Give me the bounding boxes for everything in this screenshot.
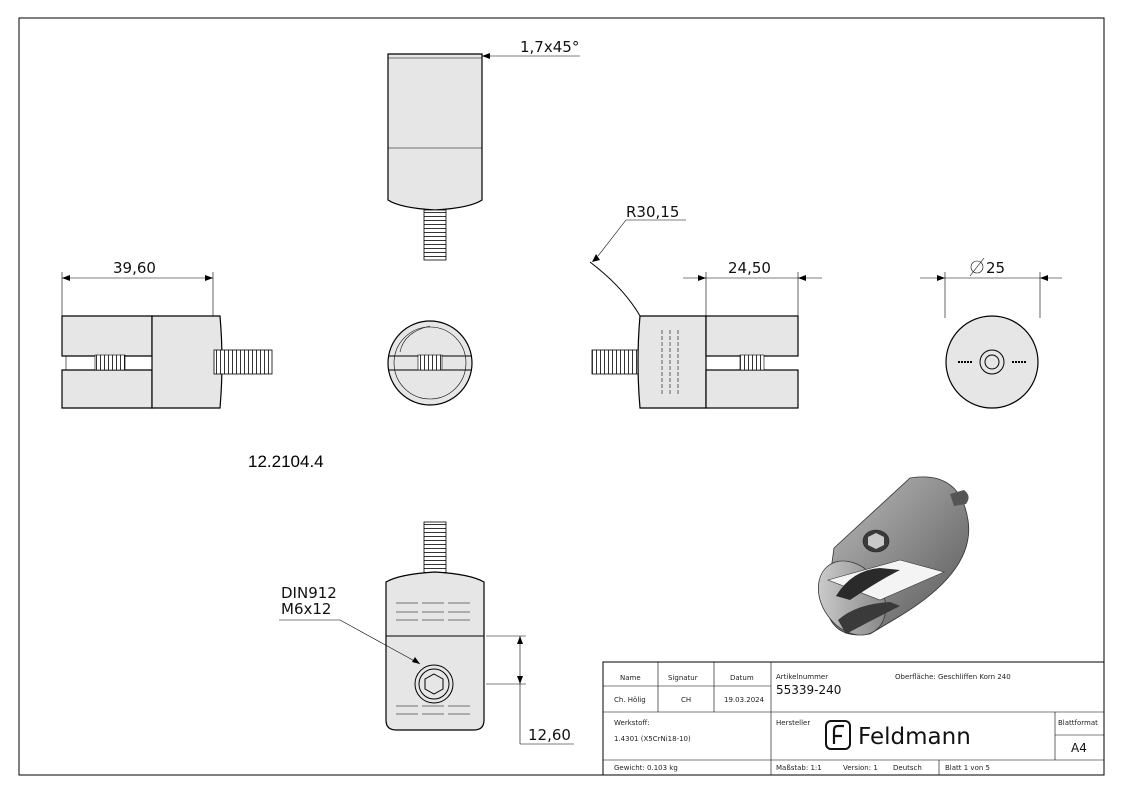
tb-material: 1.4301 (X5CrNi18-10) xyxy=(614,735,691,743)
drawing-border xyxy=(18,17,1105,776)
tb-sheet: Blatt 1 von 5 xyxy=(945,764,990,772)
tb-article-label: Artikelnummer xyxy=(776,673,828,681)
tb-language: Deutsch xyxy=(893,764,922,772)
length-dimension: 39,60 xyxy=(113,259,156,277)
tb-name: Ch. Hölig xyxy=(614,696,646,704)
tb-surface: Oberfläche: Geschliffen Korn 240 xyxy=(895,673,1011,681)
bottom-view xyxy=(279,521,574,745)
tb-signature-header: Signatur xyxy=(668,674,698,682)
diameter-dimension: 25 xyxy=(969,257,1005,277)
height-dimension: 12,60 xyxy=(528,726,571,744)
tb-scale: Maßstab: 1:1 xyxy=(776,764,822,772)
title-block xyxy=(602,661,1105,776)
end-view xyxy=(920,272,1062,409)
isometric-render xyxy=(817,476,970,636)
tb-material-label: Werkstoff: xyxy=(614,719,650,727)
tb-signature: CH xyxy=(681,696,691,704)
chamfer-dimension: 1,7x45° xyxy=(520,38,579,56)
tb-sheet-format: A4 xyxy=(1071,741,1087,755)
tb-date: 19.03.2024 xyxy=(724,696,765,704)
tb-weight: Gewicht: 0.103 kg xyxy=(614,764,678,772)
tb-article-number: 55339-240 xyxy=(776,683,841,697)
tb-name-header: Name xyxy=(620,674,641,682)
tb-manufacturer-label: Hersteller xyxy=(776,719,810,727)
tb-brand: Feldmann xyxy=(858,724,971,750)
right-side-view xyxy=(589,219,822,409)
front-view xyxy=(387,320,473,406)
screw-callout-line2: M6x12 xyxy=(281,600,331,618)
feldmann-logo-icon xyxy=(825,720,851,750)
svg-text:25: 25 xyxy=(986,259,1005,277)
tb-date-header: Datum xyxy=(730,674,754,682)
width-dimension: 24,50 xyxy=(728,259,771,277)
screw-callout-line1: DIN912 xyxy=(281,584,337,602)
top-view xyxy=(387,53,580,261)
part-number: 12.2104.4 xyxy=(248,452,324,471)
tb-sheet-format-label: Blattformat xyxy=(1058,719,1098,727)
tb-version: Version: 1 xyxy=(843,764,878,772)
radius-dimension: R30,15 xyxy=(626,203,679,221)
left-side-view xyxy=(61,272,273,409)
